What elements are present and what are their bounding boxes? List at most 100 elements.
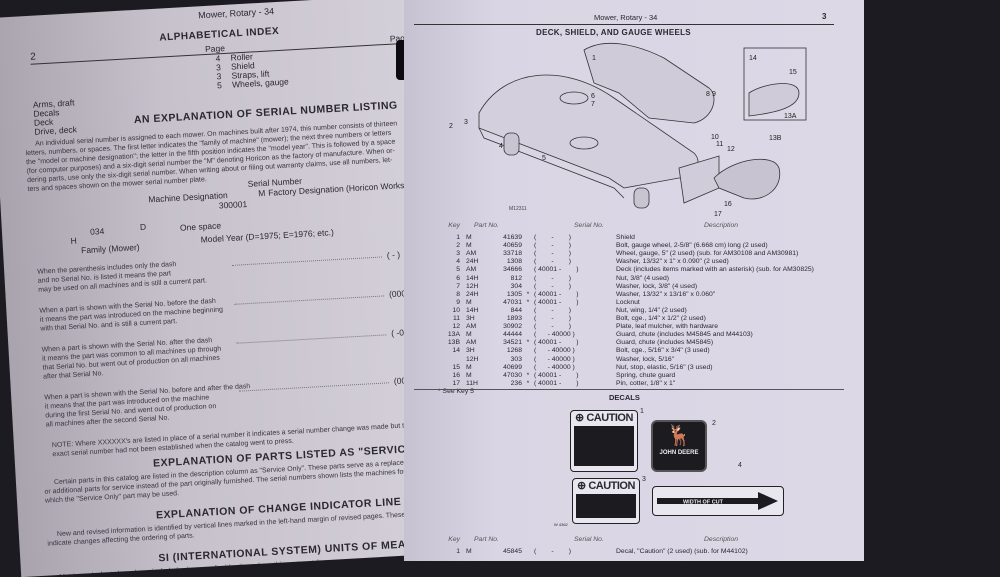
- cell-pre: 12H: [466, 282, 479, 290]
- cell-ser: ( - ): [534, 274, 572, 282]
- cell-ser: ( - 40000 ): [534, 347, 575, 355]
- caution-heading: ⊕ CAUTION: [575, 412, 633, 424]
- col-desc: Description: [704, 222, 738, 229]
- cell-ser: ( - ): [534, 250, 572, 258]
- cell-pre: M: [466, 371, 472, 379]
- cell-key: 7: [456, 282, 460, 290]
- cell: [522, 548, 534, 556]
- cell-desc: Nut, stop, elastic, 5/16" (3 used): [616, 363, 713, 371]
- cell-key: 16: [452, 371, 460, 379]
- cell-ser: ( 40001 - ): [534, 339, 579, 347]
- caution-text-block: [574, 426, 634, 466]
- cell-num: 33718: [503, 250, 522, 258]
- cell-ast: [522, 266, 534, 274]
- cell-key: 13B: [447, 339, 460, 347]
- cell-ast: [522, 364, 534, 372]
- cell-key: 14: [452, 347, 460, 355]
- cell-desc: Washer, 13/32" x 1" x 0.090" (2 used): [616, 258, 729, 266]
- cell-key: 1: [456, 548, 460, 556]
- cell-desc: Pin, cotter, 1/8" x 1": [616, 379, 676, 387]
- cell-pre: AM: [466, 250, 477, 258]
- cell-num: 1308: [506, 258, 522, 266]
- col-key: Key: [448, 222, 460, 229]
- callout-label: 11: [716, 141, 723, 148]
- cell-ser: ( - ): [534, 315, 572, 323]
- deer-icon: 🦌: [666, 425, 692, 447]
- page-col-label: Page: [204, 42, 226, 55]
- cell-ser: ( - 40000 ): [534, 355, 575, 363]
- cell-key: 13A: [447, 331, 460, 339]
- callout-label: 16: [724, 201, 732, 208]
- cell-desc: Nut, wing, 1/4" (2 used): [616, 306, 687, 314]
- cell-pre: M: [466, 242, 472, 250]
- caution-heading: ⊕ CAUTION: [577, 480, 635, 492]
- cell-num: 47030: [503, 371, 522, 379]
- cell-key: 17: [452, 379, 460, 387]
- cell-num: 1893: [506, 315, 522, 323]
- cell-ast: [522, 250, 534, 258]
- left-page: Mower, Rotary - 34 ALPHABETICAL INDEX 2 …: [0, 0, 441, 577]
- cell-ast: *: [526, 339, 530, 347]
- section-divider: [414, 389, 844, 390]
- serial-example: ( - ): [386, 249, 401, 261]
- page-number: 3: [822, 12, 827, 21]
- cell-pre: M: [466, 548, 472, 556]
- cell-pre: 24H: [466, 290, 479, 298]
- cell-ser: ( - 40000 ): [534, 363, 575, 371]
- svg-text:WIDTH OF CUT: WIDTH OF CUT: [683, 500, 724, 506]
- footnote: * See Key 5: [438, 387, 474, 395]
- rule-text: after that Serial No.: [42, 370, 104, 381]
- cell-num: 844: [510, 306, 522, 314]
- cell-key: 4: [456, 258, 460, 266]
- cell-num: 47031: [503, 298, 522, 306]
- callout-label: 1: [592, 55, 596, 62]
- index-entry: Drive, deck: [34, 124, 78, 137]
- cell-pre: 14H: [466, 274, 479, 282]
- cell-ser: ( 40001 - ): [534, 379, 579, 387]
- cell-num: 40699: [503, 363, 522, 371]
- cell-ser: ( 40001 - ): [534, 266, 579, 274]
- cell-ast: *: [526, 298, 530, 306]
- cell-num: 34521: [503, 339, 522, 347]
- cell-desc: Bolt, cge., 5/16" x 3/4" (3 used): [616, 347, 710, 355]
- cell-pre: 12H: [466, 355, 479, 363]
- col-key: Key: [448, 536, 460, 543]
- callout-label: 13A: [784, 113, 797, 120]
- cell-ser: ( 40001 - ): [534, 298, 579, 306]
- cell-desc: Washer, lock, 3/8" (4 used): [616, 282, 698, 290]
- serial-diagram-label: H: [70, 235, 77, 246]
- cell-key: 5: [456, 266, 460, 274]
- serial-diagram-label: Machine Designation: [148, 190, 228, 205]
- index-page: 5: [216, 80, 223, 91]
- cell-desc: Guard, chute (includes M45845): [616, 339, 714, 347]
- brand-text: JOHN DEERE: [659, 450, 699, 456]
- cell-num: 812: [510, 274, 522, 282]
- cell-desc: Plate, leaf mulcher, with hardware: [616, 323, 719, 331]
- cell-desc: Bolt, cge., 1/4" x 1/2" (2 used): [616, 315, 706, 323]
- col-serial: Serial No.: [574, 536, 604, 543]
- cell-pre: AM: [466, 323, 477, 331]
- cell-key: 10: [452, 306, 460, 314]
- cell-ser: ( - ): [534, 242, 572, 250]
- cell-ast: [522, 242, 534, 250]
- cell-ser: ( 40001 - ): [534, 290, 579, 298]
- cell-ast: [522, 331, 534, 339]
- cell-num: 304: [510, 282, 522, 290]
- dot-leader: [234, 295, 385, 305]
- dot-leader: [236, 334, 387, 344]
- cell-pre: 3H: [466, 315, 475, 323]
- callout-label: 17: [714, 211, 722, 218]
- index-title: ALPHABETICAL INDEX: [159, 25, 280, 44]
